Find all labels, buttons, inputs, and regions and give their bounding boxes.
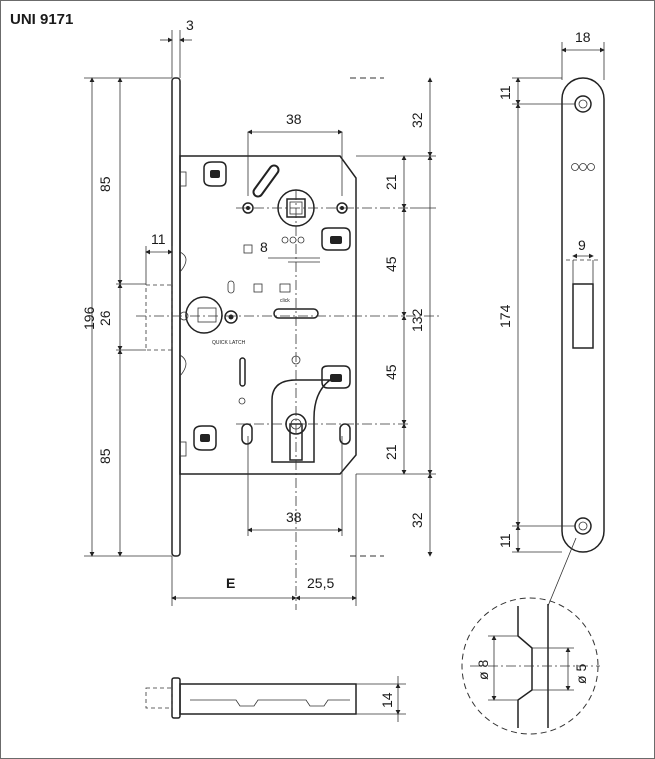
lock-body [179,155,357,475]
dim-lower-85: 85 [97,448,113,464]
dim-upper-45: 45 [383,256,399,272]
bottom-faceplate [171,677,181,719]
dim-detail-dia8: ø 8 [475,660,491,680]
mount-tab-top-left [203,161,227,187]
dim-detail-dia5: ø 5 [573,664,589,684]
dim-slot-9: 9 [578,237,586,253]
side-view: 18 9 11 174 11 [497,29,605,607]
dim-latch-11: 11 [151,231,166,247]
dim-lower-45: 45 [383,364,399,380]
click-label: click [280,298,290,304]
faceplate [171,77,181,557]
dim-offset-25-5: 25,5 [307,575,334,591]
latch-bolt [145,284,173,351]
dim-top-32: 32 [409,112,425,128]
quick-latch-label: QUICK LATCH [212,340,246,346]
dim-side-bottom-11: 11 [497,533,513,548]
mount-tab-lower-right [321,365,351,389]
mount-tab-mid-right [321,227,351,251]
dim-spindle-8: 8 [260,239,268,255]
dim-lower-21: 21 [383,444,399,460]
dim-side-174: 174 [497,304,513,328]
faceplate-side [561,77,605,553]
dim-center-132: 132 [409,308,425,332]
dim-upper-21: 21 [383,174,399,190]
dim-bottom-14: 14 [379,692,395,708]
drawing-title: UNI 9171 [10,11,73,28]
dim-top-38: 38 [286,111,302,127]
dim-bottom-38: 38 [286,509,302,525]
bottom-body [179,683,357,715]
bottom-view: 14 [145,676,406,722]
dim-upper-85: 85 [97,176,113,192]
dim-side-top-11: 11 [497,85,513,100]
dim-backset-e: E [226,575,235,591]
dim-bottom-32: 32 [409,512,425,528]
front-view: QUICK LATCH 8 click [81,17,440,610]
mount-tab-bottom-left [193,425,217,451]
latch-slot [572,283,594,349]
cylinder-cutout [271,379,333,463]
dim-faceplate-3: 3 [186,17,194,33]
dim-side-18: 18 [575,29,591,45]
quick-latch-hub [185,296,223,334]
detail-view: ø 8 ø 5 [461,597,600,735]
dim-latch-26: 26 [97,310,113,326]
dim-height-196: 196 [81,306,97,330]
